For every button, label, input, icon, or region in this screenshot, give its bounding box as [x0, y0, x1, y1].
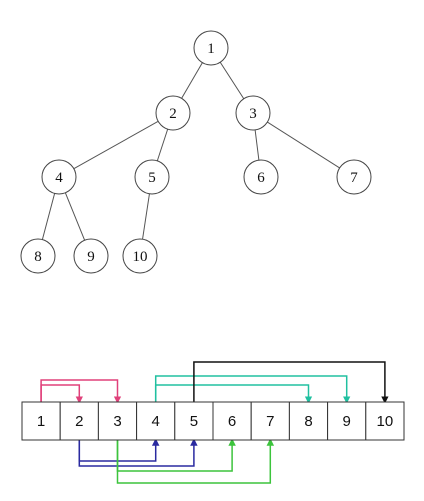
connector-1-to-2: [40, 384, 84, 404]
tree-node-circle: [20, 238, 56, 274]
array-cell-box: [136, 401, 176, 441]
array-cell-box: [59, 401, 99, 441]
array-cell-6: 6: [212, 401, 252, 441]
array-cell-3: 3: [97, 401, 138, 441]
array-cell-8: 8: [288, 401, 329, 441]
tree-node-5: 5: [134, 159, 170, 195]
array-cell-box: [174, 401, 214, 441]
tree-node-7: 7: [336, 159, 372, 195]
array-cell-box: [327, 401, 367, 441]
tree-node-circle: [336, 159, 372, 195]
tree-node-label: 5: [148, 170, 156, 186]
tree-node-circle: [243, 159, 279, 195]
tree-node-circle: [73, 238, 109, 274]
connector-2-to-5: [78, 438, 198, 467]
tree-node-label: 8: [34, 249, 42, 265]
tree-edge-1-3: [219, 62, 245, 99]
tree-node-circle: [41, 159, 77, 195]
array-cell-label: 7: [266, 413, 274, 430]
tree-node-3: 3: [235, 95, 271, 131]
connector-4-to-8: [154, 384, 313, 404]
array-cell-label: 4: [152, 413, 160, 430]
connector-3-to-7: [116, 438, 275, 484]
tree-node-circle: [235, 95, 271, 131]
tree-node-8: 8: [20, 238, 56, 274]
array-cell-label: 10: [377, 413, 394, 430]
array-cell-label: 6: [228, 413, 236, 430]
array-cell-label: 8: [304, 413, 312, 430]
tree-edge-4-8: [41, 193, 56, 240]
array-cell-label: 9: [343, 413, 351, 430]
tree-nodes: 1 2 3 4 5 6 7 8 9 10: [20, 30, 372, 274]
connector-5-to-10: [193, 361, 389, 404]
tree-node-circle: [193, 30, 229, 66]
array-cell-box: [365, 401, 405, 441]
array-cell-label: 3: [113, 413, 121, 430]
tree-edge-5-10: [142, 193, 150, 240]
tree-node-9: 9: [73, 238, 109, 274]
tree-node-label: 1: [207, 41, 215, 57]
array-cell-box: [212, 401, 252, 441]
tree-edge-4-9: [64, 192, 86, 241]
tree-edge-2-4: [73, 120, 159, 170]
array-cell-label: 2: [75, 413, 83, 430]
tree-node-circle: [122, 238, 158, 274]
tree-edge-2-5: [156, 128, 169, 162]
tree-node-circle: [134, 159, 170, 195]
tree-node-label: 4: [55, 170, 63, 186]
tree-node-label: 10: [133, 249, 148, 265]
array-cell-2: 2: [59, 401, 99, 441]
tree-edge-1-2: [181, 62, 203, 99]
array-cell-label: 5: [190, 413, 198, 430]
tree-edges: [41, 62, 340, 241]
array-cell-5: 5: [174, 401, 214, 441]
array-cell-10: 10: [365, 401, 405, 441]
tree-node-10: 10: [122, 238, 158, 274]
tree-node-6: 6: [243, 159, 279, 195]
array-cell-9: 9: [327, 401, 367, 441]
tree-node-label: 6: [257, 170, 265, 186]
array-cell-box: [21, 401, 61, 441]
tree-node-label: 3: [249, 106, 257, 122]
array-connectors: [40, 361, 389, 484]
tree-node-2: 2: [155, 95, 191, 131]
tree-node-1: 1: [193, 30, 229, 66]
tree-edge-3-6: [254, 129, 260, 161]
tree-node-label: 2: [169, 106, 177, 122]
connector-1-to-3: [40, 379, 122, 404]
connector-4-to-9: [154, 375, 351, 404]
tree-node-label: 7: [350, 170, 358, 186]
array-cell-1: 1: [21, 401, 61, 441]
tree-edge-3-7: [267, 121, 340, 169]
array-cell-label: 1: [37, 413, 45, 430]
tree-node-circle: [155, 95, 191, 131]
array-cell-box: [288, 401, 329, 441]
tree-node-4: 4: [41, 159, 77, 195]
array-cell-box: [250, 401, 290, 441]
array-cell-7: 7: [250, 401, 290, 441]
tree-node-label: 9: [87, 249, 95, 265]
array-cell-4: 4: [136, 401, 176, 441]
array-cells: 1 2 3 4 5 6 7 8 9 10: [21, 401, 405, 441]
